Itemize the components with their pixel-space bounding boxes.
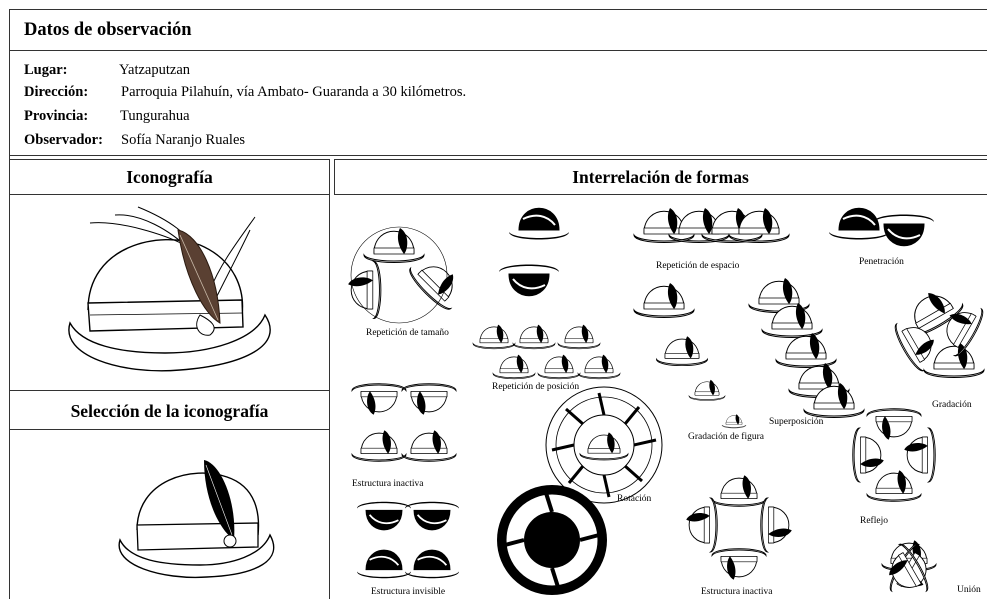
- estructura-inactiva-2-figure: [686, 475, 792, 580]
- estructura-inactiva-1-figure: [352, 384, 456, 462]
- label-estructura-inactiva-1: Estructura inactiva: [352, 479, 423, 489]
- label-repeticion-tamano: Repetición de tamaño: [366, 328, 449, 338]
- title-divider: [9, 50, 987, 51]
- info-row-provincia: Provincia:Tungurahua: [24, 108, 190, 125]
- label-union: Unión: [957, 585, 981, 595]
- info-row-direccion: Dirección:Parroquia Pilahuín, vía Ambato…: [24, 84, 466, 101]
- repeticion-posicion-figure: [473, 325, 620, 379]
- penetracion-black-hats-figure: [499, 208, 569, 296]
- label-estructura-inactiva-2: Estructura inactiva: [701, 587, 772, 597]
- union-figure: [878, 540, 939, 599]
- label-repeticion-posicion: Repetición de posición: [492, 382, 579, 392]
- selected-hat-icon: [112, 455, 282, 590]
- info-value: Tungurahua: [120, 108, 190, 124]
- hat-illustration-icon: [60, 205, 280, 385]
- info-value: Sofía Naranjo Ruales: [121, 132, 245, 148]
- superposicion-figure: [749, 278, 864, 418]
- label-repeticion-espacio: Repetición de espacio: [656, 261, 739, 271]
- gradacion-figure: [891, 281, 987, 378]
- label-gradacion: Gradación: [932, 400, 972, 410]
- seleccion-right-border: [329, 430, 330, 599]
- interrelacion-title: Interrelación de formas: [334, 167, 987, 188]
- page-title: Datos de observación: [24, 20, 192, 41]
- repeticion-espacio-figure: [634, 208, 789, 243]
- penetracion-figure: [829, 208, 934, 246]
- label-rotacion: Rotación: [617, 494, 651, 504]
- label-penetracion: Penetración: [859, 257, 904, 267]
- info-row-lugar: Lugar:Yatzaputzan: [24, 62, 190, 79]
- estructura-invisible-figure: [357, 502, 459, 579]
- info-row-observador: Observador:Sofía Naranjo Ruales: [24, 132, 245, 149]
- rotacion-figure: [546, 387, 662, 503]
- label-reflejo: Reflejo: [860, 516, 888, 526]
- rotacion-black-figure: [497, 485, 607, 595]
- label-superposicion: Superposición: [769, 417, 823, 427]
- label-estructura-invisible: Estructura invisible: [371, 587, 445, 597]
- reflejo-figure: [853, 409, 936, 502]
- info-value: Parroquia Pilahuín, vía Ambato- Guaranda…: [121, 84, 466, 100]
- info-key: Observador:: [24, 132, 121, 149]
- info-key: Dirección:: [24, 84, 121, 101]
- repeticion-tamano-figure: [348, 227, 469, 323]
- info-value: Yatzaputzan: [119, 62, 190, 78]
- label-gradacion-figura: Gradación de figura: [688, 432, 764, 442]
- info-key: Lugar:: [24, 62, 119, 79]
- seleccion-title: Selección de la iconografía: [9, 401, 330, 422]
- gradacion-figura-figure: [634, 283, 746, 428]
- iconografia-title: Iconografía: [9, 167, 330, 188]
- info-key: Provincia:: [24, 108, 120, 125]
- iconografia-right-border: [329, 194, 330, 390]
- forms-panel: [334, 195, 987, 599]
- info-divider: [9, 155, 987, 156]
